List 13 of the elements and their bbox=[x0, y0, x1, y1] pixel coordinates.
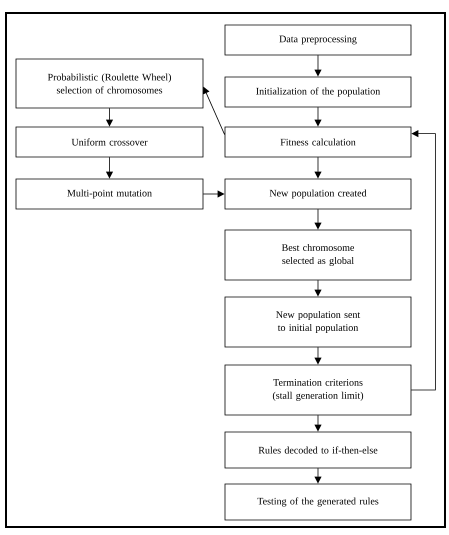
process-box: Data preprocessing bbox=[224, 24, 412, 56]
process-box: Testing of the generated rules bbox=[224, 484, 412, 520]
process-box: Rules decoded to if-then-else bbox=[224, 432, 412, 468]
arrow bbox=[411, 130, 436, 390]
process-box: Termination criterions (stall generation limit) bbox=[224, 364, 412, 416]
process-box: Fitness calculation bbox=[224, 126, 412, 158]
process-box: Best chromosome selected as global bbox=[224, 230, 412, 280]
process-box: New population created bbox=[224, 178, 412, 210]
process-box: Multi-point mutation bbox=[16, 178, 204, 210]
process-box: New population sent to initial population bbox=[224, 296, 412, 348]
process-box: Initialization of the population bbox=[224, 76, 412, 108]
process-box: Uniform crossover bbox=[16, 126, 204, 158]
process-box: Probabilistic (Roulette Wheel) selection of chromosomes bbox=[16, 58, 204, 108]
